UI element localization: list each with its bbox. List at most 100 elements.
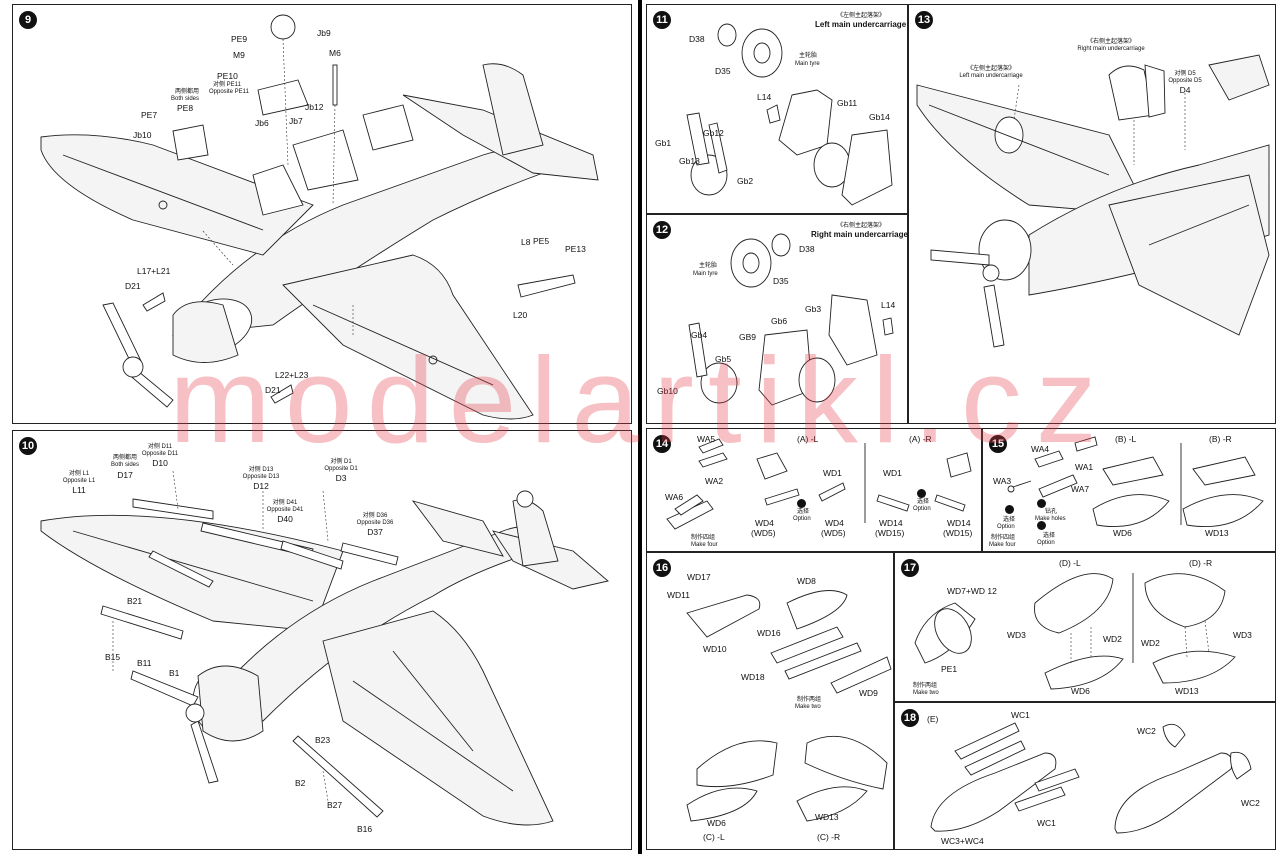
part-label: Option: [1037, 540, 1055, 546]
part-label: PE1: [941, 664, 958, 674]
part-label: Opposite L1: [62, 478, 96, 484]
part-label: WC1: [1037, 818, 1056, 828]
part-label: Make four: [691, 542, 718, 548]
part-label: WD14: [947, 518, 971, 528]
part-label: B11: [137, 658, 152, 668]
part-label: WD6: [707, 818, 726, 828]
part-label: WD13: [1205, 528, 1229, 538]
part-label: D4: [1179, 85, 1191, 95]
step-10-panel: 10: [12, 430, 632, 850]
part-label: Gb4: [691, 330, 708, 340]
part-label: B15: [105, 652, 121, 662]
part-label: L8: [521, 237, 531, 247]
part-label: D35: [715, 66, 731, 76]
part-label: WC2: [1241, 798, 1260, 808]
part-label: D40: [277, 514, 293, 524]
part-label: 制作四组: [691, 535, 716, 541]
part-label: Opposite PE11: [209, 89, 249, 95]
part-label: 《左侧主起落架》: [966, 66, 1016, 72]
part-label: L17+L21: [137, 266, 171, 276]
part-label: PE10: [217, 71, 238, 81]
part-label: Gb5: [715, 354, 732, 364]
part-label: M9: [233, 50, 245, 60]
part-label: L11: [72, 485, 86, 495]
step-number: 17: [901, 559, 919, 577]
part-label: Option: [997, 524, 1015, 530]
step-16-diagram: [686, 590, 892, 822]
part-label: WD4: [825, 518, 844, 528]
part-label: (WD5): [751, 528, 776, 538]
part-label: WC3+WC4: [941, 836, 984, 846]
step-title-cn: 《右侧主起落架》: [837, 223, 886, 229]
step-11-panel: 11 《左侧主起落架》 Left main undercarriage D38 …: [646, 4, 908, 214]
part-label: WD3: [1007, 630, 1026, 640]
part-label: 钻孔: [1045, 509, 1058, 515]
step-17-panel: 17 WD7+WD 12 PE1 制作两组 Make two (D) -L (D…: [894, 552, 1276, 702]
part-label: 对侧 PE11: [213, 82, 241, 88]
part-label: 两侧都用: [112, 455, 138, 461]
step-14-panel: 14 WA5 WA2 WA6 制作四组 Make four (A) -L (A)…: [646, 428, 982, 552]
part-label: Opposite D1: [324, 466, 358, 472]
part-label: 制作两组: [913, 683, 938, 689]
option-marker: [917, 489, 926, 498]
part-label: Right main undercarriage: [1077, 46, 1145, 52]
part-label: Gb6: [771, 316, 788, 326]
step-16-panel: 16 WD17 WD11 WD8 WD16 WD10 WD18 制作两组 Mak…: [646, 552, 894, 850]
part-label: B27: [327, 800, 343, 810]
part-label: Gb3: [805, 304, 822, 314]
part-label: PE9: [231, 34, 248, 44]
part-label: Option: [913, 506, 931, 512]
part-label: WA5: [697, 434, 716, 444]
part-label: WD17: [687, 572, 711, 582]
part-label: Both sides: [171, 96, 200, 102]
part-label: 选择: [917, 499, 930, 505]
part-label: D3: [335, 473, 347, 483]
part-label: WD3: [1233, 630, 1252, 640]
part-label: (WD15): [943, 528, 973, 538]
part-label: PE8: [177, 103, 194, 113]
part-label: 对侧 D5: [1174, 71, 1196, 77]
step-9-panel: 9: [12, 4, 632, 424]
part-label: 选择: [797, 509, 810, 515]
part-label: WA2: [705, 476, 724, 486]
step-9-diagram: [40, 14, 599, 420]
part-label: M6: [329, 48, 341, 58]
part-label: B21: [127, 596, 143, 606]
part-label: D35: [773, 276, 789, 286]
part-label: WD6: [1113, 528, 1132, 538]
part-label: 制作两组: [797, 697, 822, 703]
part-label: D38: [799, 244, 815, 254]
option-marker: [1037, 499, 1046, 508]
part-label: WD13: [815, 812, 839, 822]
step-title: Right main undercarriage: [811, 230, 908, 239]
part-label: 对侧 D13: [248, 467, 274, 473]
step-10-diagram: [40, 470, 609, 826]
part-label: WD16: [757, 628, 781, 638]
part-label: WD2: [1103, 634, 1122, 644]
part-label: GB9: [739, 332, 757, 342]
part-label: 对侧 D36: [362, 513, 388, 519]
part-label: (B) -R: [1209, 434, 1232, 444]
part-label: 制作四组: [991, 535, 1016, 541]
part-label: B2: [295, 778, 306, 788]
step-17-diagram: [914, 573, 1236, 690]
part-label: WD18: [741, 672, 765, 682]
part-label: D38: [689, 34, 705, 44]
part-label: 对侧 D1: [330, 459, 352, 465]
part-label: 《右侧主起落架》: [1086, 39, 1136, 45]
part-label: WD1: [823, 468, 842, 478]
part-label: Gb13: [679, 156, 700, 166]
option-marker: [797, 499, 806, 508]
part-label: Make two: [795, 704, 821, 710]
part-label: Main tyre: [693, 271, 718, 277]
part-label: Jb12: [305, 102, 324, 112]
part-label: WD8: [797, 576, 816, 586]
part-label: 两侧都用: [175, 89, 200, 95]
part-label: WA4: [1031, 444, 1050, 454]
step-number: 14: [653, 435, 671, 453]
page-gutter: [638, 0, 642, 854]
part-label: (A) -R: [909, 434, 932, 444]
part-label: Gb11: [837, 98, 858, 108]
part-label: Jb9: [317, 28, 331, 38]
part-label: Gb1: [655, 138, 672, 148]
